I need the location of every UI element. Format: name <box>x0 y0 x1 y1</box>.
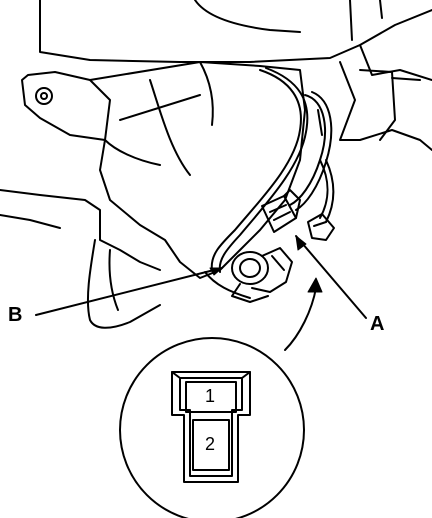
callout-b-leader <box>35 267 223 316</box>
mounting-bracket <box>21 71 111 141</box>
side-connector <box>307 213 335 241</box>
washer-reservoir <box>89 61 306 279</box>
callout-label-b: B <box>8 304 22 326</box>
wire-harness <box>210 67 335 273</box>
pin-1-cavity <box>185 381 237 413</box>
callout-leaders <box>35 235 367 319</box>
connector-face-view <box>171 371 251 483</box>
connector-detail-circle <box>119 337 305 518</box>
fender-outline <box>39 0 432 151</box>
callout-label-a: A <box>370 313 384 335</box>
bolt-icon <box>35 87 53 105</box>
harness-connector-a <box>261 189 301 233</box>
pin-number-1: 1 <box>205 386 215 406</box>
washer-pump <box>204 247 293 303</box>
callout-a-leader <box>295 235 367 319</box>
lower-structure <box>0 189 161 329</box>
pin-number-2: 2 <box>205 434 215 454</box>
detail-pointer-arrow <box>284 277 323 351</box>
pin-2-cavity <box>192 419 230 471</box>
